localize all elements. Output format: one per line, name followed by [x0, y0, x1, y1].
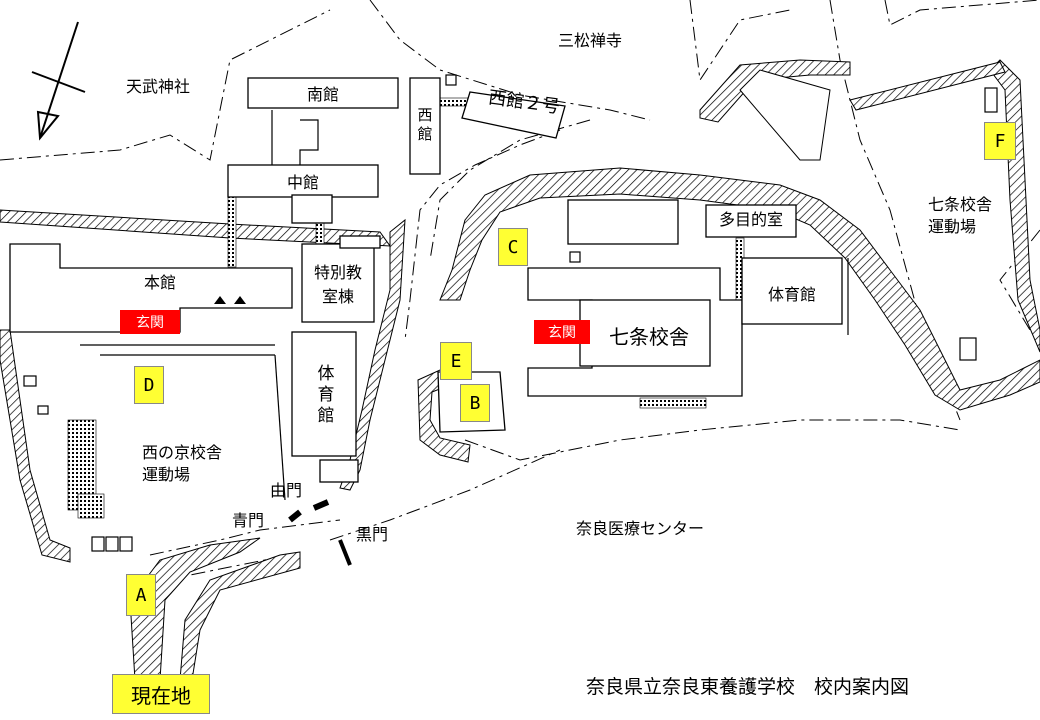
naka-building: [227, 164, 379, 198]
entrance-triangles: [214, 296, 246, 304]
honkan-label[interactable]: 本館: [143, 273, 176, 292]
nishi-building: [409, 77, 441, 175]
tokubetsu-building: [301, 243, 375, 323]
minami-label[interactable]: 南館: [306, 85, 339, 104]
nishi-label[interactable]: 西館: [415, 107, 434, 145]
gym-west-label[interactable]: 体育館: [313, 363, 334, 427]
yuimon-label: 由門: [270, 481, 303, 500]
marker-b[interactable]: B: [460, 384, 490, 422]
entrance-east[interactable]: 玄関: [534, 320, 590, 344]
aomon-label: 青門: [232, 511, 265, 530]
tamokuteki-building: [705, 204, 797, 238]
shichijo-ground-label-2: 運動場: [928, 217, 977, 236]
gym-east-building: [741, 257, 843, 325]
connectors: [67, 97, 745, 519]
marker-f[interactable]: F: [984, 122, 1016, 160]
nara-medical-label: 奈良医療センター: [576, 519, 705, 538]
tokubetsu-label-1[interactable]: 特別教: [313, 263, 362, 282]
sansho-temple-label: 三松禅寺: [558, 31, 623, 50]
hatched-walls: [0, 59, 1040, 681]
marker-e[interactable]: E: [440, 342, 472, 380]
tokubetsu-label-2[interactable]: 室棟: [321, 287, 354, 306]
gym-west-building: [291, 331, 357, 457]
shichijo-label[interactable]: 七条校舎: [609, 324, 689, 349]
shichijo-ground-label-1: 七条校舎: [928, 195, 993, 214]
tamokuteki-label[interactable]: 多目的室: [718, 210, 783, 229]
nishinokyo-ground-label-1: 西の京校舎: [142, 443, 223, 462]
entrance-west[interactable]: 玄関: [120, 310, 180, 334]
map-title: 奈良県立奈良東養護学校 校内案内図: [586, 676, 910, 698]
misc-lines: [23, 74, 998, 566]
nishi2-building: [461, 91, 566, 139]
minami-building: [247, 77, 399, 109]
nishinokyo-ground-label-2: 運動場: [142, 465, 191, 484]
marker-c[interactable]: C: [498, 228, 528, 266]
naka-label[interactable]: 中館: [286, 173, 319, 192]
honkan-building: [9, 243, 293, 333]
marker-d[interactable]: D: [134, 366, 164, 404]
current-location-marker[interactable]: 現在地: [112, 674, 210, 714]
kuromon-label: 黒門: [356, 525, 389, 544]
north-arrow-icon: [31, 21, 86, 141]
tenmu-shrine-label: 天武神社: [126, 77, 191, 96]
gym-east-label[interactable]: 体育館: [767, 285, 816, 304]
marker-a[interactable]: A: [126, 574, 156, 616]
